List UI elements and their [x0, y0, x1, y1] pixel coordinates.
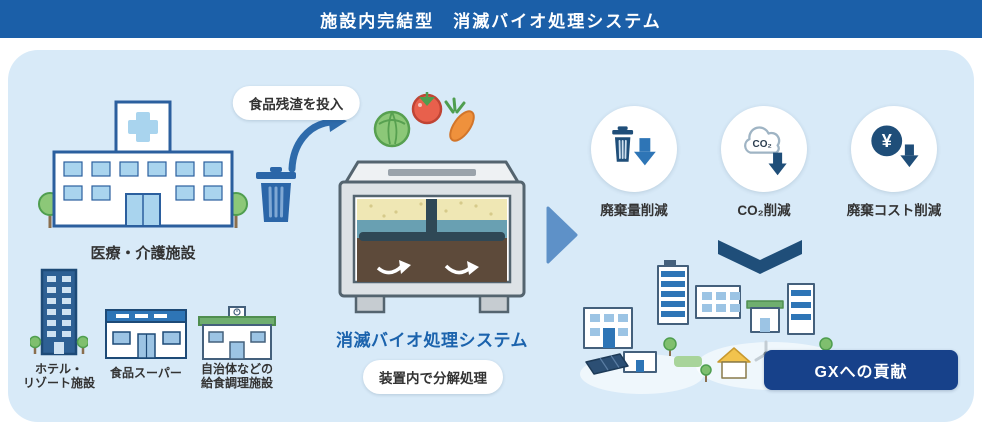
supermarket-illustration — [105, 309, 187, 359]
benefit-item-waste: 廃棄量削減 — [574, 106, 694, 219]
solar-panel-icon — [585, 353, 629, 375]
vegetables-illustration — [373, 92, 475, 148]
benefit-label: CO₂削減 — [737, 203, 791, 218]
hospital-label: 医療・介護施設 — [90, 245, 196, 262]
benefit-circle: ¥ — [851, 106, 937, 192]
title-bar: 施設内完結型 消滅バイオ処理システム — [0, 0, 982, 38]
yen-text: ¥ — [882, 131, 892, 151]
benefit-label: 廃棄コスト削減 — [846, 203, 942, 218]
page-title: 施設内完結型 消滅バイオ処理システム — [320, 11, 662, 31]
process-bubble: 装置内で分解処理 — [363, 360, 503, 394]
municipal-facility-illustration — [198, 306, 276, 360]
hotel-illustration — [30, 268, 88, 356]
hospital-illustration — [38, 100, 248, 228]
benefit-item-co2: CO₂ CO₂削減 — [704, 106, 824, 219]
input-bubble: 食品残渣を投入 — [232, 86, 360, 120]
trash-bin-icon — [256, 167, 296, 222]
facility-label-hotel: ホテル・ リゾート施設 — [22, 362, 95, 391]
down-arrow-icon — [634, 138, 656, 166]
flow-down-arrow-icon — [718, 240, 802, 274]
waste-reduction-icon — [612, 126, 656, 166]
gx-badge: GXへの貢献 — [764, 350, 958, 390]
machine-name: 消滅バイオ処理システム — [336, 331, 528, 350]
machine-illustration — [338, 160, 526, 314]
co2-text: CO₂ — [753, 139, 772, 150]
co2-reduction-icon: CO₂ — [744, 126, 787, 176]
cost-reduction-icon: ¥ — [871, 125, 919, 168]
facility-label-municipal: 自治体などの 給食調理施設 — [200, 362, 273, 391]
down-arrow-icon — [768, 152, 787, 176]
down-arrow-icon — [900, 144, 919, 168]
benefit-circle: CO₂ — [721, 106, 807, 192]
benefit-circle — [591, 106, 677, 192]
flow-right-arrow-icon — [546, 206, 578, 264]
benefit-item-cost: ¥ 廃棄コスト削減 — [834, 106, 954, 219]
benefit-label: 廃棄量削減 — [600, 203, 668, 218]
facility-label-supermarket: 食品スーパー — [110, 366, 182, 380]
